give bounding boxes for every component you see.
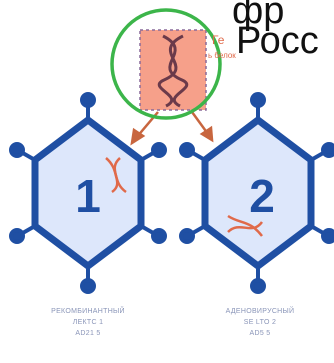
virus-1-caption: РЕКОМБИНАНТНЫЙ ЛЕКТС 1 AD21 5 — [18, 306, 158, 339]
virus-2-number: 2 — [249, 170, 275, 222]
virus-1-caption-line-1: РЕКОМБИНАНТНЫЙ — [51, 308, 125, 315]
gene-label-line-1: Ге — [212, 33, 225, 47]
virus-1-caption-line-2: ЛЕКТС 1 — [72, 319, 104, 326]
gene-arrows — [130, 111, 214, 146]
virus-1-number: 1 — [75, 170, 101, 222]
highlight-circle — [110, 8, 222, 120]
virus-2-dna-icon — [227, 214, 264, 237]
virus-1-caption-line-3: AD21 5 — [75, 330, 101, 337]
heading-line-2: Росс — [236, 20, 319, 62]
gene-dna-helix-icon — [157, 34, 189, 108]
gene-label-line-2: ь белок — [208, 51, 236, 60]
heading-line-1: фр — [232, 0, 285, 32]
virus-1-hexagon — [31, 116, 145, 270]
virus-2-caption-line-3: AD5 5 — [249, 330, 271, 337]
virus-2-caption-line-1: АДЕНОВИРУСНЫЙ — [225, 308, 295, 315]
virus-2-caption-line-2: SE LTO 2 — [243, 319, 277, 326]
virus-1-spikes — [9, 92, 167, 294]
virus-1: 1 — [9, 92, 167, 294]
virus-2-caption: АДЕНОВИРУСНЫЙ SE LTO 2 AD5 5 — [190, 306, 330, 339]
virus-2: 2 — [179, 92, 334, 294]
gene-box — [139, 29, 207, 111]
virus-1-dna-icon — [105, 157, 127, 194]
